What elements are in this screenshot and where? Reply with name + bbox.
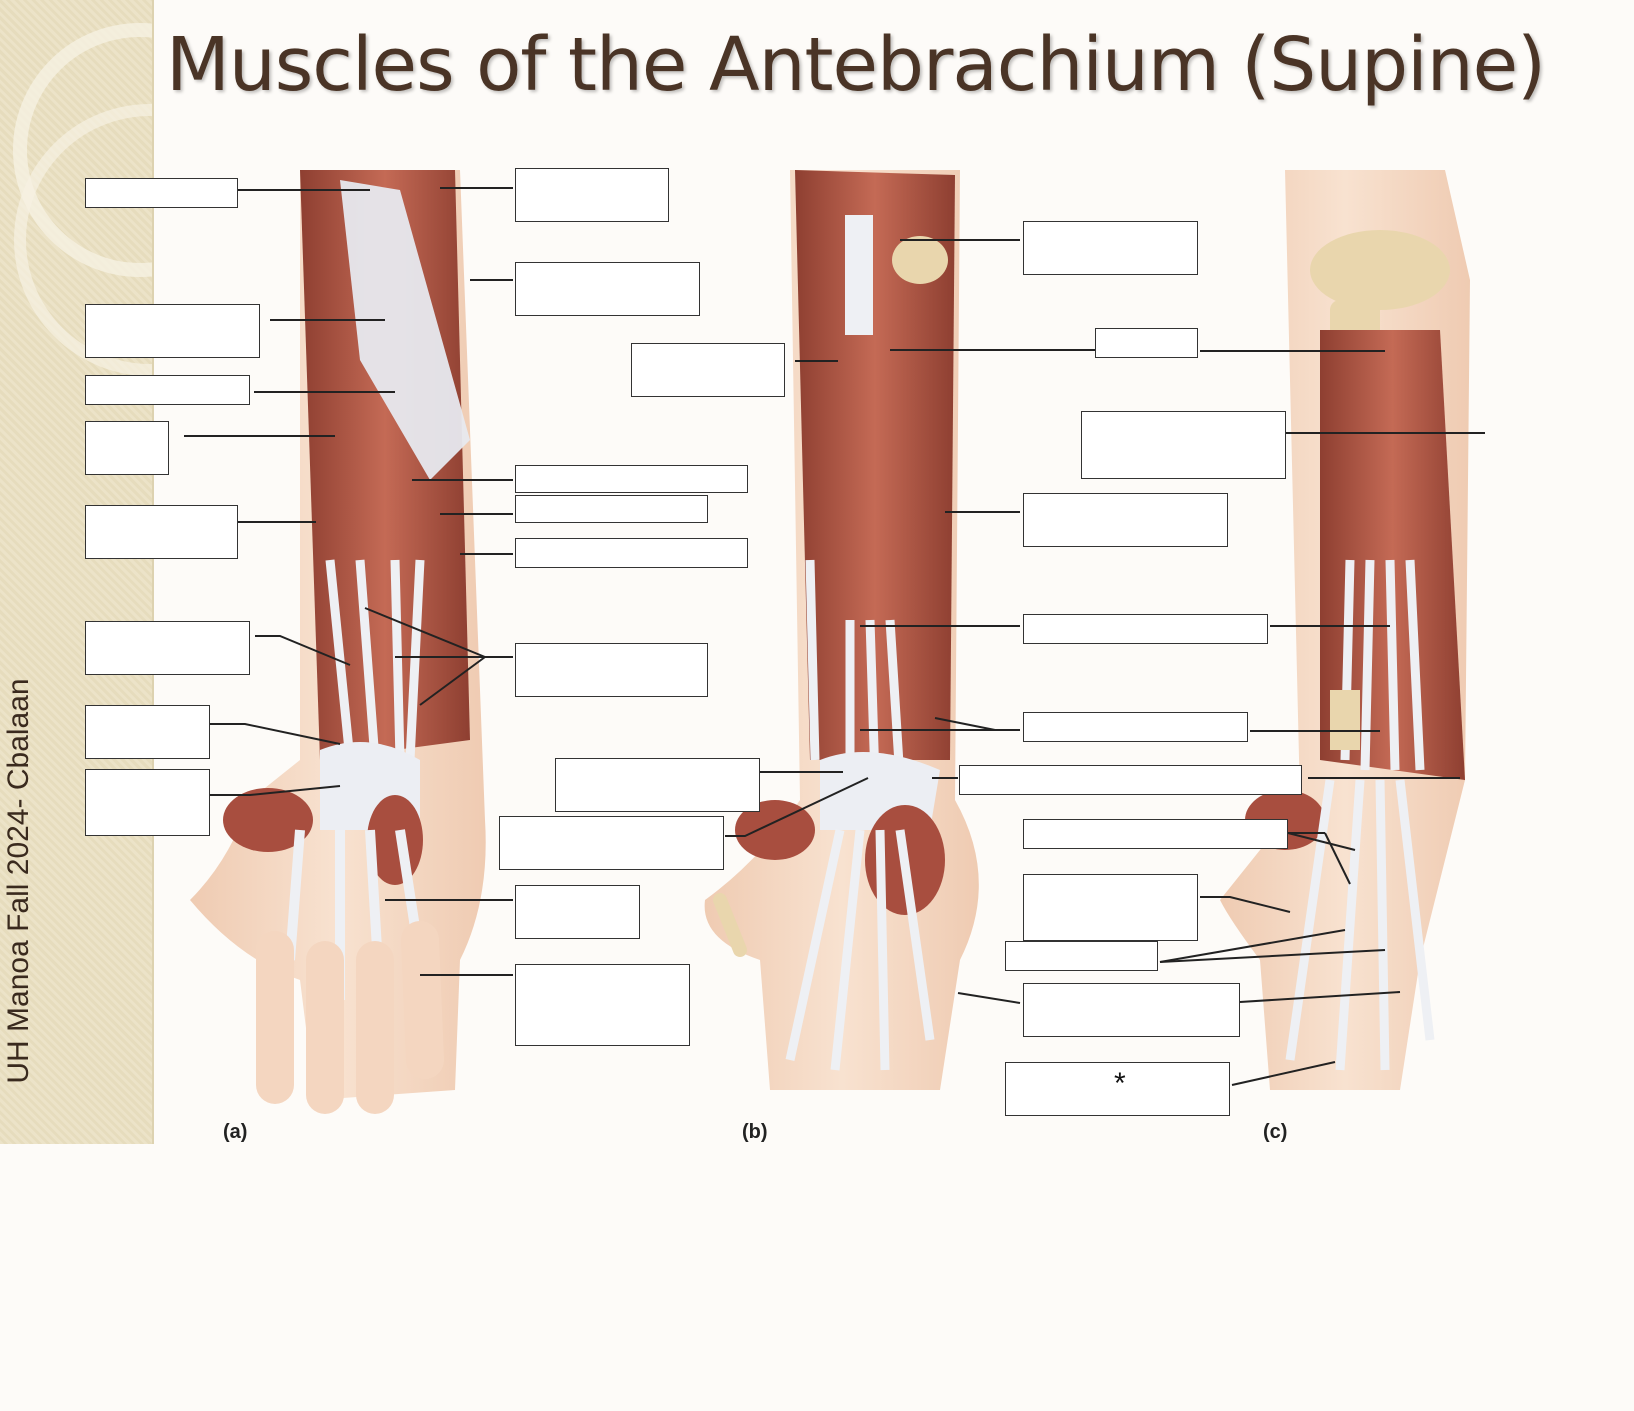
label-box-c2[interactable] [1095,328,1198,358]
label-box-a16[interactable] [515,964,690,1046]
label-box-b3[interactable] [499,816,724,870]
label-box-b1[interactable] [631,343,785,397]
asterisk-mark: * [1114,1067,1126,1100]
label-box-a12[interactable] [515,495,708,523]
label-box-c3[interactable] [1081,411,1286,479]
forearm-b [704,170,979,1090]
decorative-circles [13,23,152,376]
label-box-a15[interactable] [515,885,640,939]
label-box-c4[interactable] [1023,493,1228,547]
label-box-c10[interactable] [1005,941,1158,971]
label-box-a13[interactable] [515,538,748,568]
label-box-a10[interactable] [515,262,700,316]
panel-label-b: (b) [742,1121,768,1143]
label-box-a6[interactable] [85,621,250,675]
label-box-c9[interactable] [1023,874,1198,941]
label-box-c1[interactable] [1023,221,1198,275]
label-box-a9[interactable] [515,168,669,222]
label-box-c5[interactable] [1023,614,1268,644]
label-box-a4[interactable] [85,421,169,475]
anatomy-figure [184,170,1485,1114]
leader-lines [184,187,1485,1086]
label-box-a1[interactable] [85,178,238,208]
panel-label-c: (c) [1263,1121,1288,1143]
label-box-b2[interactable] [555,758,760,812]
label-box-c12[interactable]: * [1005,1062,1230,1116]
label-box-a5[interactable] [85,505,238,559]
label-box-a7[interactable] [85,705,210,759]
label-box-c8[interactable] [1023,819,1288,849]
label-box-a3[interactable] [85,375,250,405]
label-box-c7[interactable] [959,765,1302,795]
label-box-c6[interactable] [1023,712,1248,742]
label-box-c11[interactable] [1023,983,1240,1037]
label-box-a8[interactable] [85,769,210,836]
forearm-c [1220,170,1470,1090]
label-box-a14[interactable] [515,643,708,697]
page-title: Muscles of the Antebrachium (Supine) [166,22,1546,108]
label-box-a2[interactable] [85,304,260,358]
panel-label-a: (a) [223,1121,248,1143]
label-box-a11[interactable] [515,465,748,493]
